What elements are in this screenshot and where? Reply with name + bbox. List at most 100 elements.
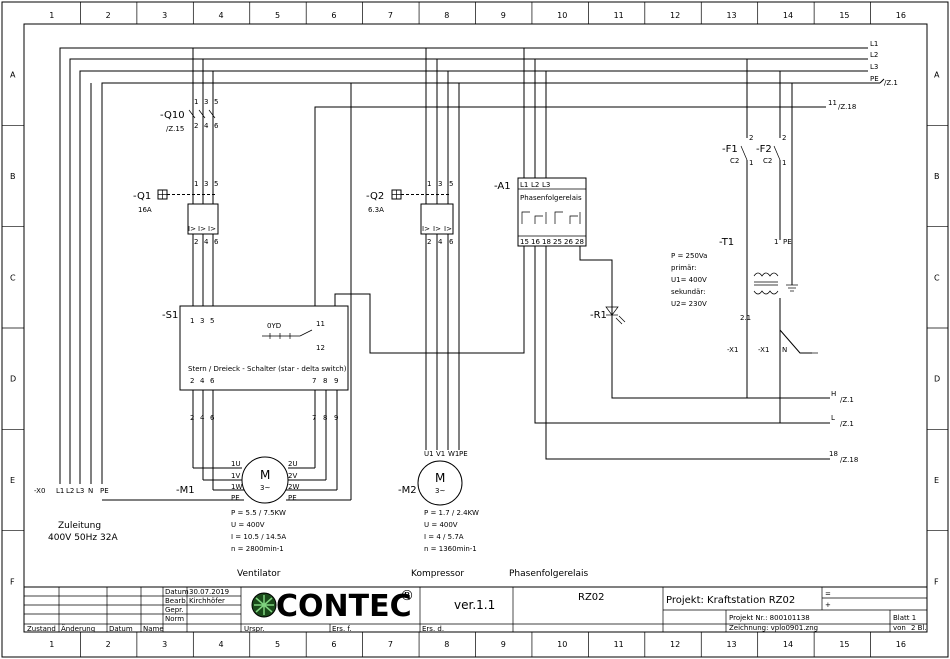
- q2-pin-2: 2: [427, 238, 431, 246]
- col-index-top: 2: [106, 11, 111, 20]
- bus-l-label: L: [831, 414, 835, 422]
- tb-center: RZ02: [578, 592, 605, 603]
- x0-l3: L3: [76, 487, 84, 495]
- m1-2v: 2V: [288, 472, 297, 480]
- m1-1w: 1W: [231, 483, 242, 491]
- tb-project-number: Projekt Nr.: 800101138: [729, 614, 810, 622]
- tb-date-label: Datum: [165, 588, 189, 596]
- a1-input-l2: L2: [531, 181, 539, 189]
- f2-pin-2: 2: [782, 134, 786, 142]
- col-index-bottom: 5: [275, 640, 280, 649]
- q10-pin-6: 6: [214, 122, 219, 130]
- m2-phase: 3~: [435, 487, 445, 495]
- a1-out-28: 28: [575, 238, 584, 246]
- m1-1v: 1V: [231, 472, 240, 480]
- bus-l1-label: L1: [870, 40, 878, 48]
- s1-pin-3: 3: [200, 317, 204, 325]
- q10-disconnector: -Q10 /Z.15 1 3 5 2 4 6: [160, 48, 219, 320]
- row-index-right: A: [934, 71, 940, 80]
- s1-label: Stern / Dreieck - Schalter (star - delta…: [188, 365, 347, 373]
- col-index-bottom: 16: [896, 640, 906, 649]
- q2-pin-1: 1: [427, 180, 431, 188]
- supply-bus: L1 L2 L3 PE /Z.1 11 /Z.18: [59, 40, 898, 484]
- m2-motor-icon: [417, 460, 463, 506]
- m2-voltage: U = 400V: [424, 521, 458, 529]
- x0-terminal-strip: -X0 L1 L2 L3 N PE Zuleitung 400V 50Hz 32…: [34, 83, 118, 543]
- s1-switch-label: 0YD: [267, 322, 281, 330]
- m1-power: P = 5.5 / 7.5KW: [231, 509, 286, 517]
- tb-date-value: 30.07.2019: [189, 588, 229, 596]
- tb-footer-date: Datum: [109, 625, 133, 633]
- x0-n: N: [88, 487, 93, 495]
- s1-aux-12: 12: [316, 344, 325, 352]
- bus-l3-label: L3: [870, 63, 878, 71]
- logo-text: CONTEC: [276, 589, 412, 624]
- tb-sheet-count: 2 Bl.: [911, 624, 927, 632]
- q1-pin-1: 1: [194, 180, 198, 188]
- row-index-left: D: [10, 375, 16, 384]
- s1-term-8: 8: [323, 414, 327, 422]
- tb-footer-name: Name: [143, 625, 164, 633]
- bus-right-labels: H /Z.1 L /Z.1 18 /Z.18: [829, 390, 858, 464]
- bus-l2-label: L2: [870, 51, 878, 59]
- m2-tag: -M2: [398, 485, 417, 496]
- a1-input-l1: L1: [520, 181, 528, 189]
- m2-current: I = 4 / 5.7A: [424, 533, 464, 541]
- s1-term-4: 4: [200, 414, 205, 422]
- m2-pe: PE: [459, 450, 468, 458]
- m2-v1: V1: [436, 450, 445, 458]
- a1-input-l3: L3: [542, 181, 550, 189]
- q10-pin-1: 1: [194, 98, 198, 106]
- tb-sheet: Blatt 1: [893, 614, 916, 622]
- a1-tag: -A1: [494, 181, 511, 192]
- s1-star-delta-switch: -S1 1 3 5 0YD 11 12 Stern / Dreieck - Sc…: [162, 305, 349, 490]
- r1-indicator-lamp: -R1: [590, 306, 626, 325]
- q1-pin-5: 5: [214, 180, 218, 188]
- s1-pin-8: 8: [323, 377, 327, 385]
- q1-pin-4: 4: [204, 238, 209, 246]
- s1-pin-7: 7: [312, 377, 316, 385]
- m1-2u: 2U: [288, 460, 298, 468]
- tb-version: ver.1.1: [454, 598, 495, 612]
- col-index-top: 15: [839, 11, 849, 20]
- col-index-bottom: 2: [106, 640, 111, 649]
- q10-pin-4: 4: [204, 122, 209, 130]
- tb-drawing: Zeichnung: vplo0901.zng: [729, 624, 818, 632]
- col-index-top: 11: [614, 11, 624, 20]
- col-index-top: 13: [726, 11, 736, 20]
- tb-footer-change: Änderung: [61, 624, 95, 633]
- col-index-top: 10: [557, 11, 567, 20]
- m2-caption: Kompressor: [411, 569, 464, 579]
- s1-pin-9: 9: [334, 377, 338, 385]
- row-index-right: E: [934, 476, 939, 485]
- q10-pin-5: 5: [214, 98, 218, 106]
- bus-11-ref: /Z.18: [838, 103, 856, 111]
- col-index-top: 4: [219, 11, 224, 20]
- t1-pin-n: N: [782, 346, 787, 354]
- tb-norm-label: Norm: [165, 615, 184, 623]
- tb-origin: Urspr.: [244, 625, 265, 633]
- a1-out-18: 18: [542, 238, 551, 246]
- s1-pin-6: 6: [210, 377, 215, 385]
- s1-term-7: 7: [312, 414, 316, 422]
- tb-drawn-label: Bearb.: [165, 597, 188, 605]
- m1-2w: 2W: [288, 483, 299, 491]
- bus-pe-ref: /Z.1: [884, 79, 898, 87]
- a1-label: Phasenfolgerelais: [520, 194, 582, 202]
- s1-tag: -S1: [162, 310, 178, 321]
- x0-tag: -X0: [34, 487, 45, 495]
- row-index-right: B: [934, 172, 940, 181]
- col-index-top: 1: [49, 11, 54, 20]
- m2-compressor-motor: -M2 M 3~ U1 V1 W1 PE P = 1.7 / 2.4KW U =…: [398, 450, 479, 579]
- col-index-bottom: 9: [501, 640, 506, 649]
- q1-pin-2: 2: [194, 238, 198, 246]
- bus-h-label: H: [831, 390, 836, 398]
- row-index-left: F: [10, 577, 15, 586]
- m1-voltage: U = 400V: [231, 521, 265, 529]
- x1-terminal-1: -X1: [727, 346, 738, 354]
- m1-symbol: M: [260, 468, 270, 482]
- s1-aux-11: 11: [316, 320, 325, 328]
- m2-power: P = 1.7 / 2.4KW: [424, 509, 479, 517]
